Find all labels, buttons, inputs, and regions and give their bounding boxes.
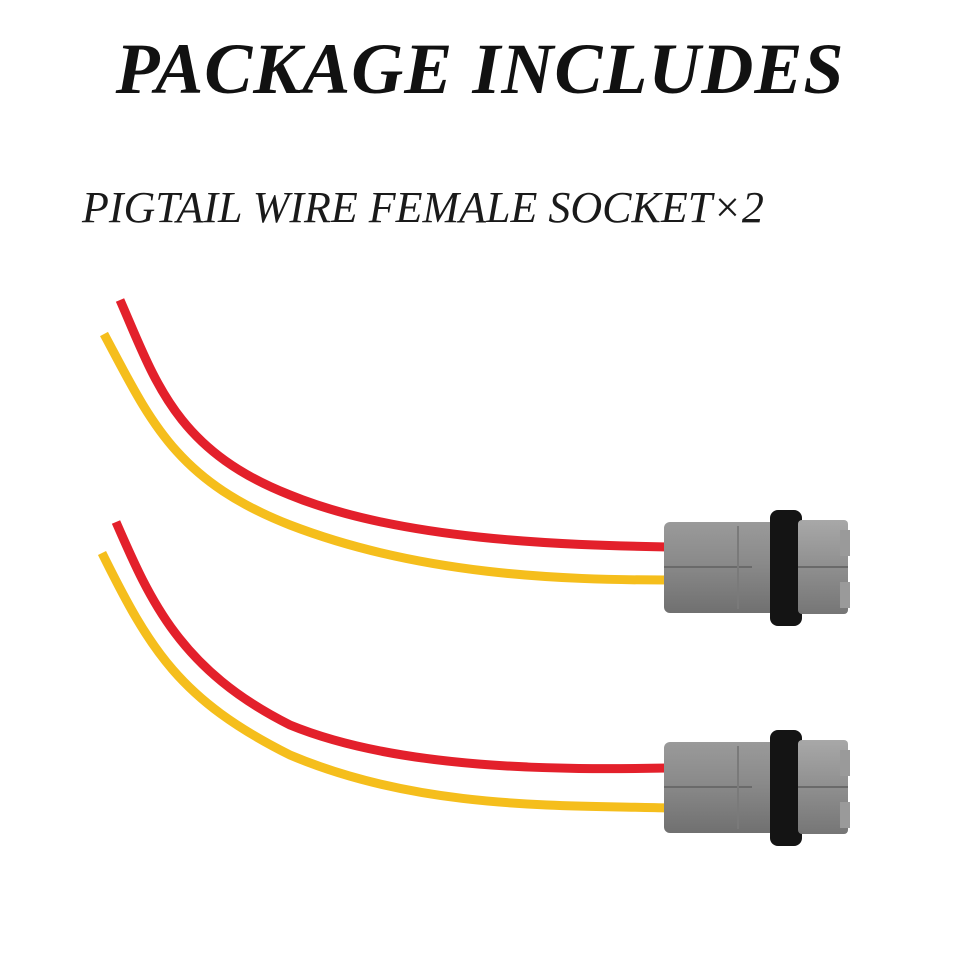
red-wire [111,520,669,774]
socket-connector [664,730,850,846]
red-wire [115,298,669,552]
package-includes-heading: PACKAGE INCLUDES [115,29,845,109]
socket-connector [664,510,850,626]
yellow-wire [97,551,669,813]
pigtail-socket-2 [97,520,850,846]
package-item-description: PIGTAIL WIRE FEMALE SOCKET×2 [82,183,764,232]
yellow-wire [100,331,669,585]
pigtail-socket-1 [100,298,850,626]
